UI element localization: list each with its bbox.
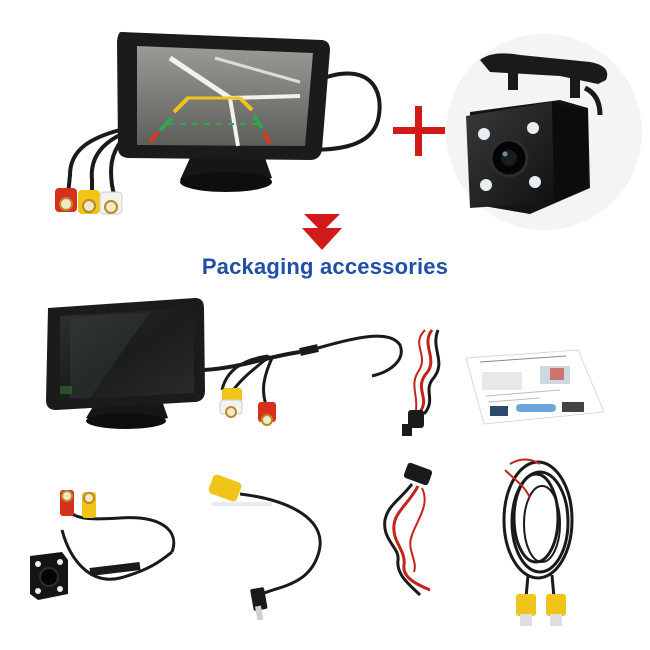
top-monitor <box>55 31 382 215</box>
down-arrow <box>302 214 342 250</box>
power-cable <box>402 329 441 436</box>
camera-with-rca-cable <box>30 490 176 600</box>
rca-to-3-5mm-adapter-cable <box>208 474 322 621</box>
top-camera <box>446 34 642 230</box>
rca-extension-cable <box>502 458 574 626</box>
rca-plugs-top <box>55 188 123 215</box>
user-manual <box>465 349 605 425</box>
dc-power-cable <box>383 462 433 597</box>
monitor-with-rca-cables <box>46 298 403 429</box>
plus-sign <box>393 106 445 156</box>
heading-text: Packaging accessories <box>201 254 449 279</box>
